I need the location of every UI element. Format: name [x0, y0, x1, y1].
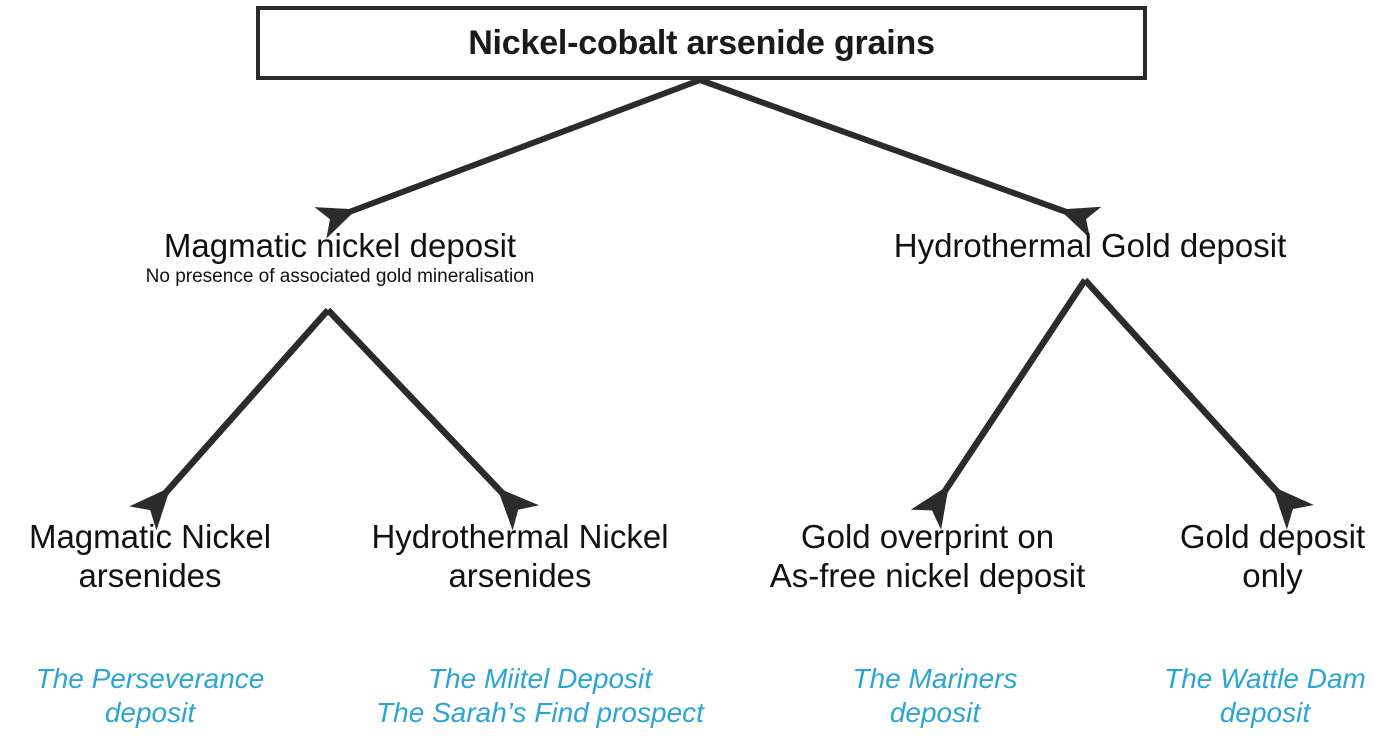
arrow-magmatic-to-hydrothermal-nickel-arsenides [325, 307, 540, 531]
example-deposit-name: deposit [104, 696, 196, 728]
leaf-label-line1-gold-overprint: Gold overprint on [800, 518, 1055, 555]
arrow-gold-to-gold-deposit-only [1082, 277, 1314, 530]
leaf-label-line1-hydrothermal-nickel-arsenides: Hydrothermal Nickel [371, 518, 669, 555]
example-deposits-magmatic-nickel-arsenides: The Perseverance deposit [0, 662, 300, 729]
arrow-root-to-magmatic-nickel-deposit [314, 77, 702, 239]
example-deposit-name: The Perseverance [35, 663, 265, 694]
leaf-label-line2-gold-deposit-only: only [1242, 556, 1303, 594]
branch-subtitle-magmatic-nickel-deposit: No presence of associated gold mineralis… [145, 266, 535, 288]
branch-node-magmatic-nickel-deposit: Magmatic nickel deposit No presence of a… [60, 227, 620, 288]
leaf-node-gold-deposit-only: Gold deposit only [1145, 518, 1400, 596]
leaf-label-line1-gold-deposit-only: Gold deposit [1179, 518, 1366, 555]
example-deposit-name: The Mariners [852, 663, 1018, 694]
root-node-box: Nickel-cobalt arsenide grains [256, 6, 1147, 80]
example-deposits-gold-overprint: The Mariners deposit [790, 662, 1080, 729]
example-deposit-name: The Miitel Deposit [427, 663, 653, 694]
arrow-magmatic-to-magmatic-nickel-arsenides [129, 307, 331, 531]
root-node-label: Nickel-cobalt arsenide grains [468, 23, 935, 62]
example-deposit-name: deposit [1219, 696, 1311, 728]
leaf-node-magmatic-nickel-arsenides: Magmatic Nickel arsenides [0, 518, 300, 596]
branch-title-hydrothermal-gold-deposit: Hydrothermal Gold deposit [893, 227, 1287, 264]
leaf-label-line2-magmatic-nickel-arsenides: arsenides [78, 556, 222, 594]
leaf-label-line2-gold-overprint: As-free nickel deposit [769, 556, 1086, 594]
arrow-root-to-hydrothermal-gold-deposit [698, 77, 1102, 239]
leaf-label-line2-hydrothermal-nickel-arsenides: arsenides [448, 556, 592, 594]
leaf-node-gold-overprint-on-as-free-nickel-deposit: Gold overprint on As-free nickel deposit [735, 518, 1120, 596]
example-deposit-name: The Sarah’s Find prospect [376, 696, 704, 728]
leaf-node-hydrothermal-nickel-arsenides: Hydrothermal Nickel arsenides [350, 518, 690, 596]
leaf-label-line1-magmatic-nickel-arsenides: Magmatic Nickel [28, 518, 272, 555]
arrow-gold-to-gold-overprint [910, 278, 1088, 530]
branch-node-hydrothermal-gold-deposit: Hydrothermal Gold deposit [800, 227, 1380, 264]
example-deposit-name: deposit [889, 696, 981, 728]
example-deposits-hydrothermal-nickel-arsenides: The Miitel Deposit The Sarah’s Find pros… [340, 662, 740, 729]
example-deposits-gold-deposit-only: The Wattle Dam deposit [1130, 662, 1400, 729]
example-deposit-name: The Wattle Dam [1164, 663, 1366, 694]
branch-title-magmatic-nickel-deposit: Magmatic nickel deposit [163, 227, 517, 264]
